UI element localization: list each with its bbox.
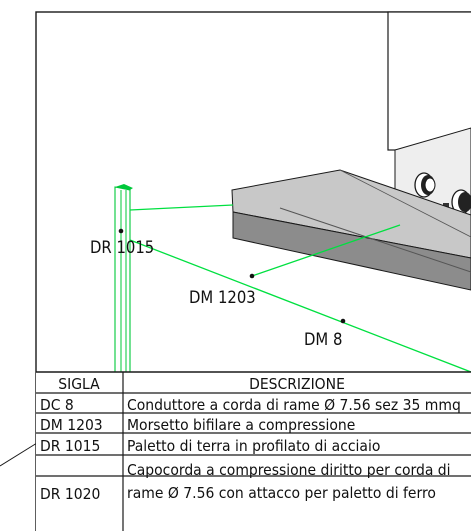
row-description-cont: rame Ø 7.56 con attacco per paletto di f… <box>127 484 436 502</box>
label-dr1015: DR 1015 <box>90 238 154 257</box>
row-code: DR 1020 <box>40 485 100 503</box>
connection-point <box>249 273 255 279</box>
drawing-frame <box>35 11 471 531</box>
row-code: DR 1015 <box>40 437 100 455</box>
ground-wire <box>129 239 471 373</box>
row-description: Morsetto bifilare a compressione <box>127 416 355 434</box>
leader-line <box>0 442 38 467</box>
base-plate <box>231 169 471 291</box>
cabinet-body <box>387 11 471 151</box>
label-dm8: DM 8 <box>304 330 342 349</box>
ground-stake-tip <box>115 184 133 190</box>
ground-wire <box>129 204 234 211</box>
header-sigla: SIGLA <box>58 375 100 393</box>
label-dm1203: DM 1203 <box>189 288 256 307</box>
connection-point <box>340 318 346 324</box>
ground-conductors <box>129 204 471 373</box>
cable-gland-icon <box>414 172 436 198</box>
legend-table: SIGLA DESCRIZIONE DC 8 Conduttore a cord… <box>36 371 471 531</box>
ground-stake-flange <box>114 186 131 373</box>
base-plate-edge <box>279 207 471 273</box>
row-description: Paletto di terra in profilato di acciaio <box>127 437 380 455</box>
ground-wire <box>251 224 401 277</box>
row-code: DM 1203 <box>40 416 103 434</box>
row-code: DC 8 <box>40 396 74 414</box>
header-descrizione: DESCRIZIONE <box>249 375 345 393</box>
table-background <box>36 372 471 531</box>
row-description: Conduttore a corda di rame Ø 7.56 sez 35… <box>127 396 461 414</box>
connection-point <box>118 228 124 234</box>
base-plate-front <box>232 211 471 291</box>
base-plate-top <box>231 169 471 259</box>
ground-stake <box>114 184 133 373</box>
base-plate-edge <box>339 169 471 238</box>
row-description: Capocorda a compressione diritto per cor… <box>127 461 451 479</box>
